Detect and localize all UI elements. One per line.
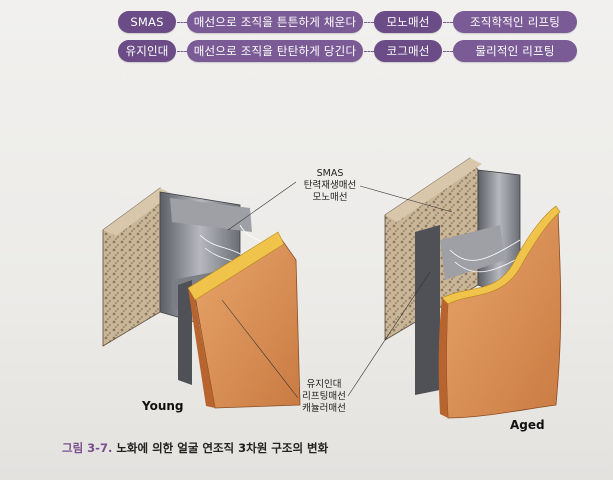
young-fat-layer: [187, 231, 285, 301]
young-bone-top: [103, 188, 172, 236]
figure-number: 그림 3-7.: [62, 441, 113, 455]
legend-effect-histological: 조직학적인 리프팅: [453, 11, 577, 33]
legend-connector: [364, 22, 374, 23]
legend-row-ligament: 유지인대 매선으로 조직을 탄탄하게 당긴다 코그매선 물리적인 리프팅: [0, 40, 613, 64]
legend-row-smas: SMAS 매선으로 조직을 튼튼하게 채운다 모노매선 조직학적인 리프팅: [0, 11, 613, 35]
label-ligament: 유지인대: [306, 379, 342, 390]
legend-connector: [177, 51, 187, 52]
legend-desc-smas: 매선으로 조직을 튼튼하게 채운다: [187, 11, 363, 33]
leader-lines: [221, 181, 453, 399]
label-smas-group: SMAS 탄력재생매선 모노매선: [290, 168, 370, 204]
label-ligament-group: 유지인대 리프팅매선 캐뉼러매선: [284, 379, 364, 415]
legend-thread-mono: 모노매선: [374, 11, 442, 33]
young-tissue-block: [102, 187, 301, 409]
label-aged: Aged: [510, 418, 545, 432]
label-mono-thread: 모노매선: [312, 192, 348, 203]
aged-bone-top: [385, 158, 482, 222]
figure-caption: 그림 3-7. 노화에 의한 얼굴 연조직 3차원 구조의 변화: [62, 440, 328, 456]
aged-skin-side: [438, 298, 448, 418]
legend-connector: [364, 51, 374, 52]
legend-connector: [177, 22, 187, 23]
legend-connector: [443, 51, 453, 52]
young-ligament-wall: [178, 280, 192, 385]
figure-caption-text: 노화에 의한 얼굴 연조직 3차원 구조의 변화: [116, 441, 329, 455]
label-lifting-thread: 리프팅매선: [302, 391, 346, 402]
aged-wall-top: [440, 225, 505, 280]
label-elastic-thread: 탄력재생매선: [303, 180, 357, 191]
legend-desc-ligament: 매선으로 조직을 탄탄하게 당긴다: [187, 40, 363, 62]
legend-thread-cog: 코그매선: [374, 40, 442, 62]
legend-layer-smas: SMAS: [118, 11, 176, 33]
young-wall-top: [170, 198, 252, 232]
young-skin-side: [188, 288, 215, 408]
aged-tissue-block: [384, 157, 562, 419]
label-young: Young: [142, 399, 184, 413]
legend-layer-ligament: 유지인대: [118, 40, 176, 62]
legend-effect-physical: 물리적인 리프팅: [453, 40, 577, 62]
aged-ligament-wall: [415, 225, 440, 395]
aged-fat-layer: [441, 205, 561, 305]
legend-connector: [443, 22, 453, 23]
label-smas: SMAS: [316, 168, 344, 179]
label-cannula-thread: 캐뉼러매선: [302, 403, 346, 414]
